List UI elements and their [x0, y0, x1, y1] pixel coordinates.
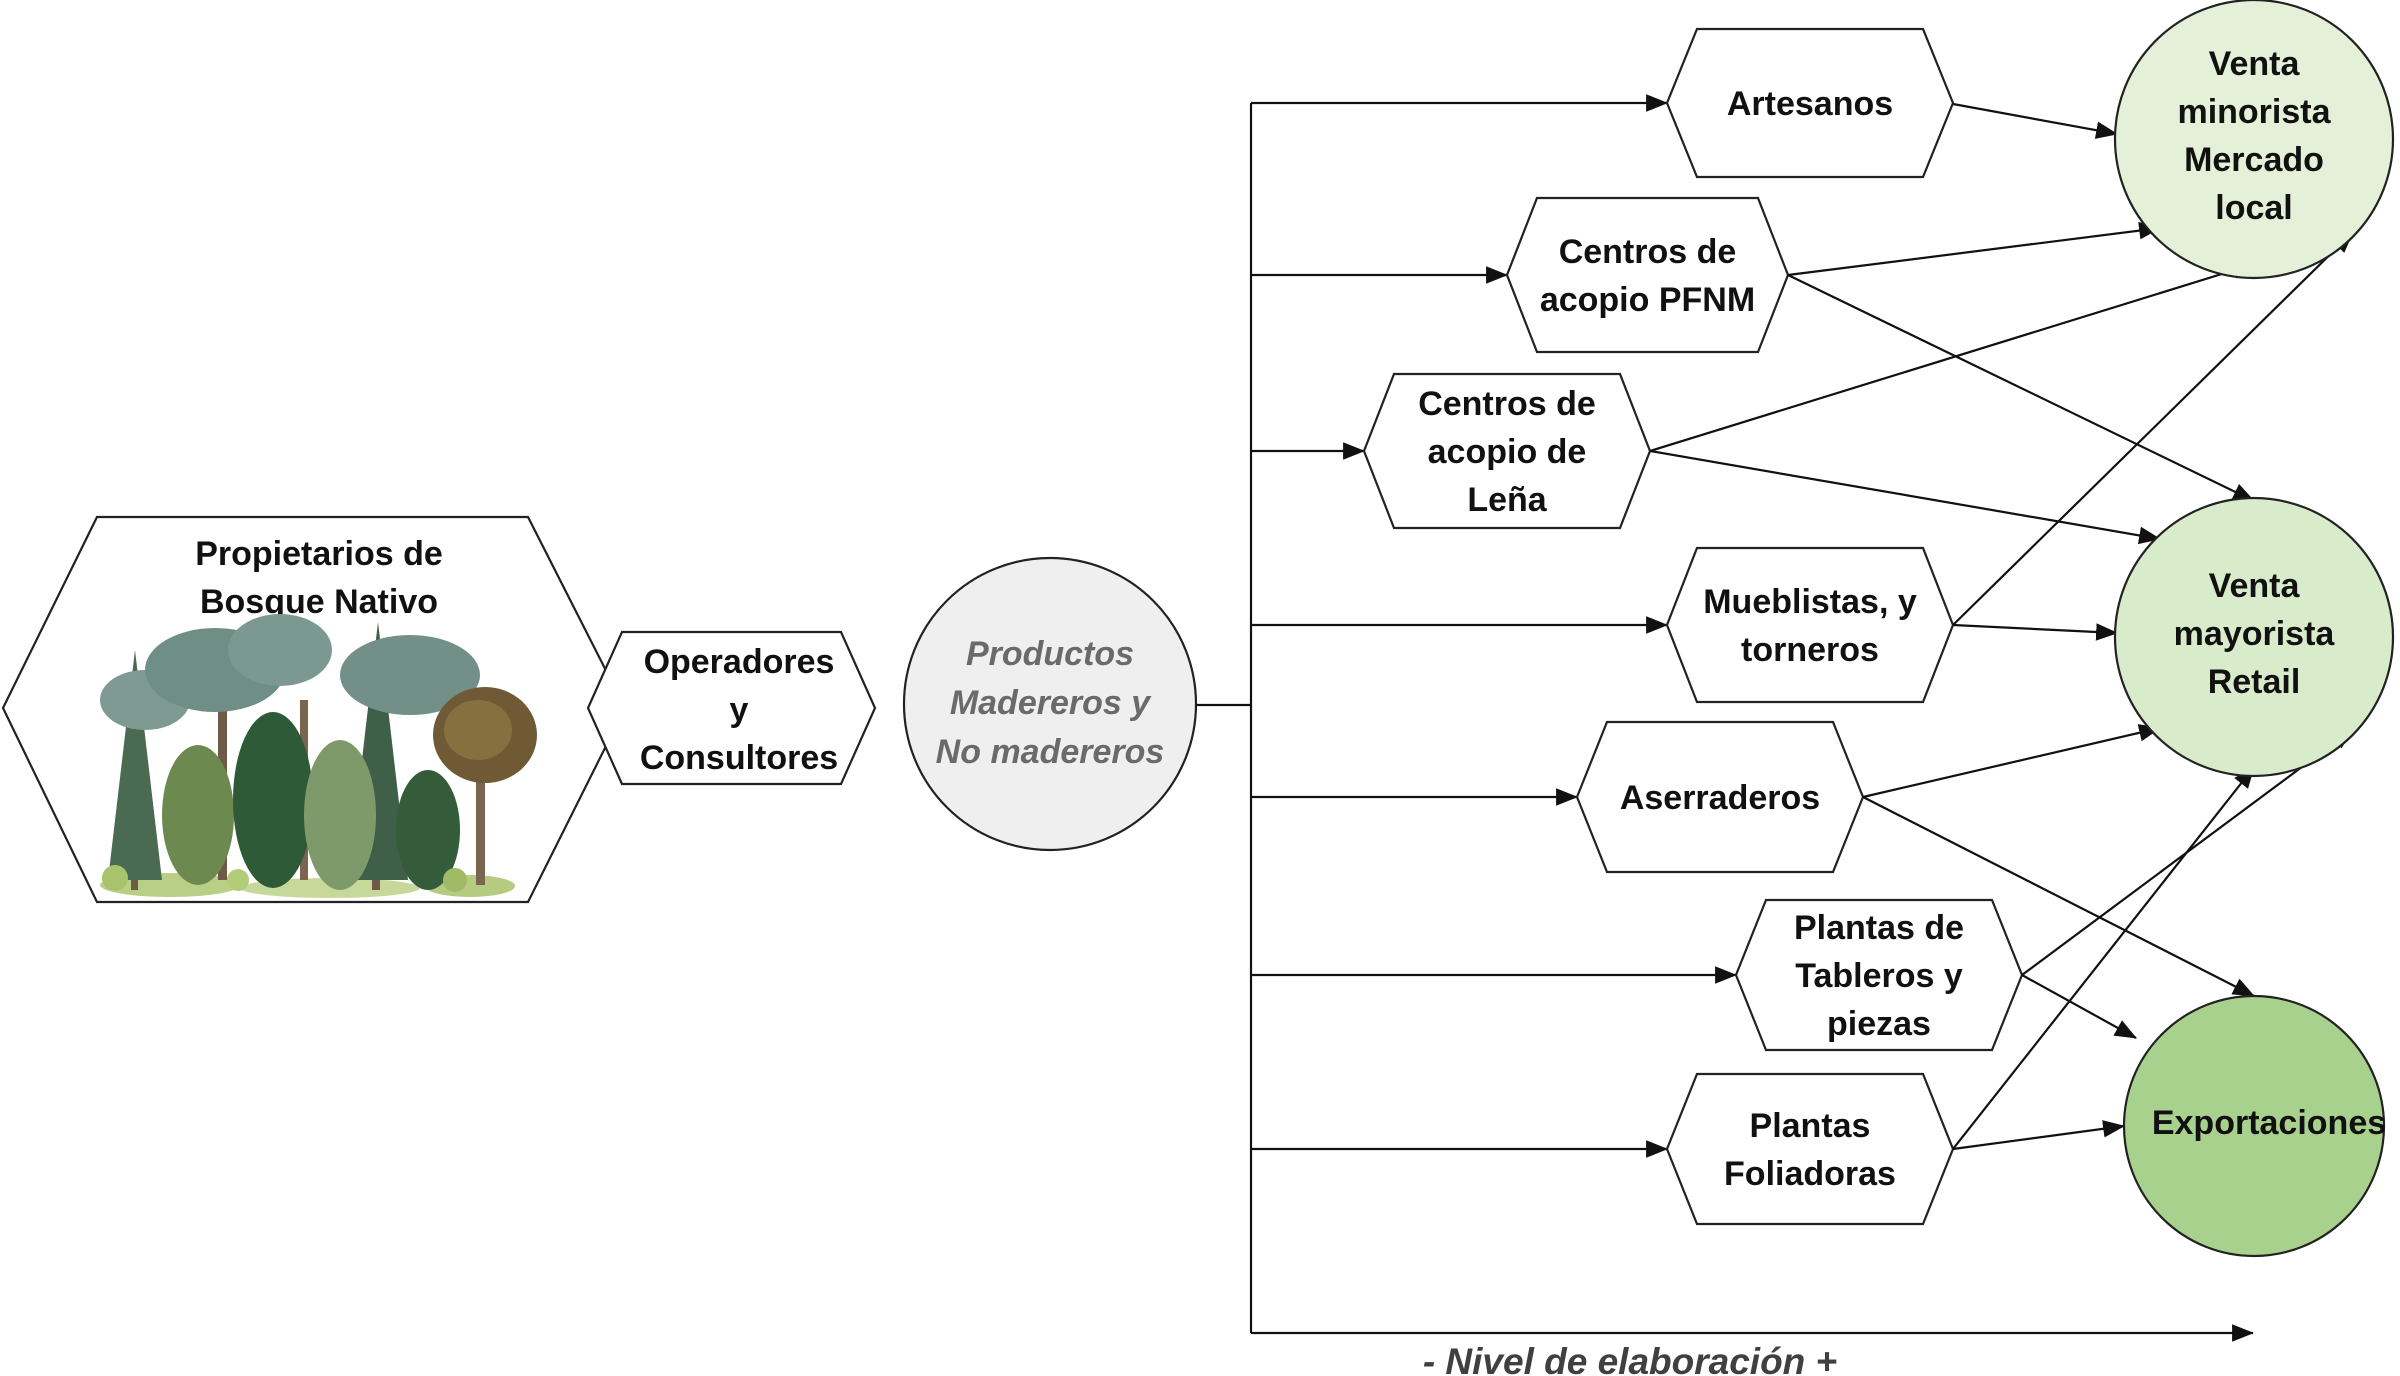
text-line: piezas — [1827, 1005, 1931, 1043]
text-line: Plantas de — [1794, 909, 1964, 947]
processor-label: Artesanos — [1727, 85, 1893, 123]
processor-label: Centros de acopio de Leña — [1418, 385, 1596, 519]
processor-label: Plantas de Tableros y piezas — [1794, 909, 1964, 1043]
source-node: Propietarios de Bosque Nativo — [1, 515, 627, 904]
link-tableros-to-export — [2021, 974, 2137, 1039]
text-line: acopio PFNM — [1540, 281, 1755, 319]
processor-tableros: Plantas de Tableros y piezas — [1734, 898, 2024, 1052]
source-hexagon — [1, 515, 627, 904]
link-mueblistas-to-mayorista — [1952, 623, 2119, 641]
forest-icon — [100, 614, 537, 898]
text-line: Propietarios de — [195, 535, 443, 573]
text-line: Operadores — [644, 643, 835, 681]
link-aserraderos-to-mayorista — [1862, 724, 2162, 799]
text-line: Venta — [2209, 45, 2301, 83]
processor-hexagon — [1575, 720, 1865, 874]
processor-artesanos: Artesanos — [1665, 27, 1955, 179]
processor-label: Aserraderos — [1620, 779, 1820, 817]
operators-hexagon — [586, 630, 877, 786]
processor-mueblistas: Mueblistas, y torneros — [1665, 546, 1955, 704]
text-line: mayorista — [2174, 615, 2336, 653]
text-line: Plantas — [1750, 1107, 1871, 1145]
text-line: Productos — [966, 635, 1134, 673]
link-foliadoras-to-mayorista — [1952, 766, 2255, 1150]
processor-hexagon — [1734, 898, 2024, 1052]
processor-label: Mueblistas, y torneros — [1703, 583, 1917, 669]
text-line: minorista — [2177, 93, 2331, 131]
text-line: Venta — [2209, 567, 2301, 605]
processor-hexagon — [1505, 196, 1790, 354]
link-aserraderos-to-export — [1862, 796, 2255, 997]
link-lena-to-minorista — [1649, 261, 2256, 453]
link-pfnm-to-minorista — [1787, 221, 2162, 277]
text-line: acopio de — [1428, 433, 1587, 471]
link-artesanos-to-minorista — [1952, 102, 2119, 139]
text-line: Tableros y — [1795, 957, 1963, 995]
branch-connectors — [1196, 94, 1738, 1333]
text-line: Centros de — [1418, 385, 1596, 423]
text-line: torneros — [1741, 631, 1879, 669]
link-foliadoras-to-export — [1952, 1120, 2126, 1151]
elaboration-axis-label: - Nivel de elaboración + — [1423, 1341, 1837, 1376]
link-mueblistas-to-minorista — [1952, 231, 2354, 626]
text-line: Foliadoras — [1724, 1155, 1896, 1193]
text-line: Aserraderos — [1620, 779, 1820, 817]
link-pfnm-to-mayorista — [1787, 274, 2255, 502]
elaboration-axis: - Nivel de elaboración + — [1251, 1324, 2255, 1376]
market-export: Exportaciones — [2122, 994, 2386, 1258]
market-circle — [2122, 994, 2386, 1258]
processor-aserraderos: Aserraderos — [1575, 720, 1865, 874]
processor-hexagon — [1665, 546, 1955, 704]
text-line: Mercado — [2184, 141, 2324, 179]
source-label: Propietarios de Bosque Nativo — [195, 535, 443, 621]
processor-lena: Centros de acopio de Leña — [1362, 372, 1652, 530]
text-line: Consultores — [640, 739, 838, 777]
text-line: local — [2215, 189, 2292, 227]
market-circle — [2113, 0, 2395, 280]
text-line: Exportaciones — [2152, 1104, 2386, 1142]
processor-label: Centros de acopio PFNM — [1540, 233, 1755, 319]
text-line: Bosque Nativo — [200, 583, 438, 621]
text-line: Madereros y — [950, 684, 1152, 722]
text-line: y — [730, 691, 749, 729]
text-line: Retail — [2208, 663, 2301, 701]
processor-pfnm: Centros de acopio PFNM — [1505, 196, 1790, 354]
market-links — [1649, 102, 2354, 1151]
processor-hexagon — [1665, 1072, 1955, 1226]
market-label: Exportaciones — [2152, 1104, 2386, 1142]
text-line: Centros de — [1559, 233, 1737, 271]
link-lena-to-mayorista — [1649, 449, 2162, 545]
text-line: Artesanos — [1727, 85, 1893, 123]
processor-hexagon — [1362, 372, 1652, 530]
market-circle — [2113, 496, 2395, 778]
text-line: Mueblistas, y — [1703, 583, 1917, 621]
processor-hexagon — [1665, 27, 1955, 179]
text-line: Leña — [1467, 481, 1547, 519]
text-line: No madereros — [936, 733, 1165, 771]
